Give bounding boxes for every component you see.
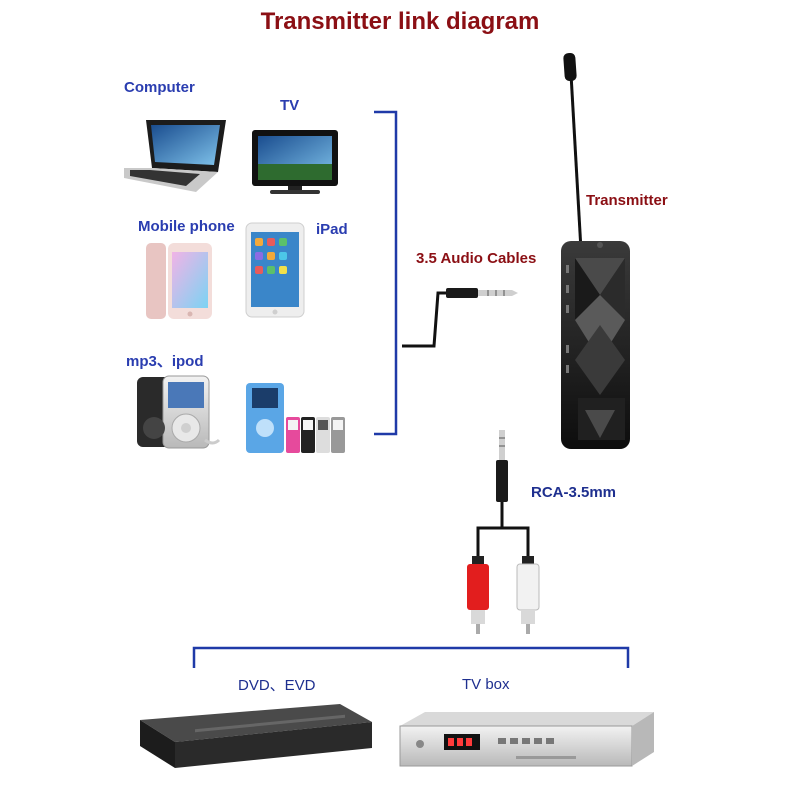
laptop-icon (124, 120, 226, 192)
mobile-phone-label: Mobile phone (138, 218, 235, 235)
transmitter-label: Transmitter (586, 192, 668, 209)
dvd-player-icon (140, 704, 372, 768)
tv-box-label: TV box (462, 676, 510, 693)
tv-label: TV (280, 97, 300, 114)
tv-icon (252, 130, 338, 194)
ipod-classic-icon (137, 375, 221, 449)
audio-cable-label: 3.5 Audio Cables (416, 250, 537, 267)
mobile-phone-icon (146, 243, 212, 319)
mp3-ipod-label: mp3、ipod (126, 353, 204, 370)
rca-cable-label: RCA-3.5mm (531, 484, 617, 501)
transmitter-icon (561, 52, 630, 449)
destination-bracket (192, 646, 630, 668)
mp3-player-icon (246, 383, 345, 453)
source-bracket (374, 110, 398, 436)
diagram-title: Transmitter link diagram (260, 8, 540, 35)
ipad-icon (245, 222, 305, 318)
tv-box-icon (399, 712, 654, 767)
ipad-label: iPad (316, 221, 348, 238)
computer-label: Computer (124, 79, 195, 96)
rca-cable-icon (467, 430, 540, 634)
dvd-evd-label: DVD、EVD (238, 677, 316, 694)
audio-cable-icon (402, 288, 518, 348)
